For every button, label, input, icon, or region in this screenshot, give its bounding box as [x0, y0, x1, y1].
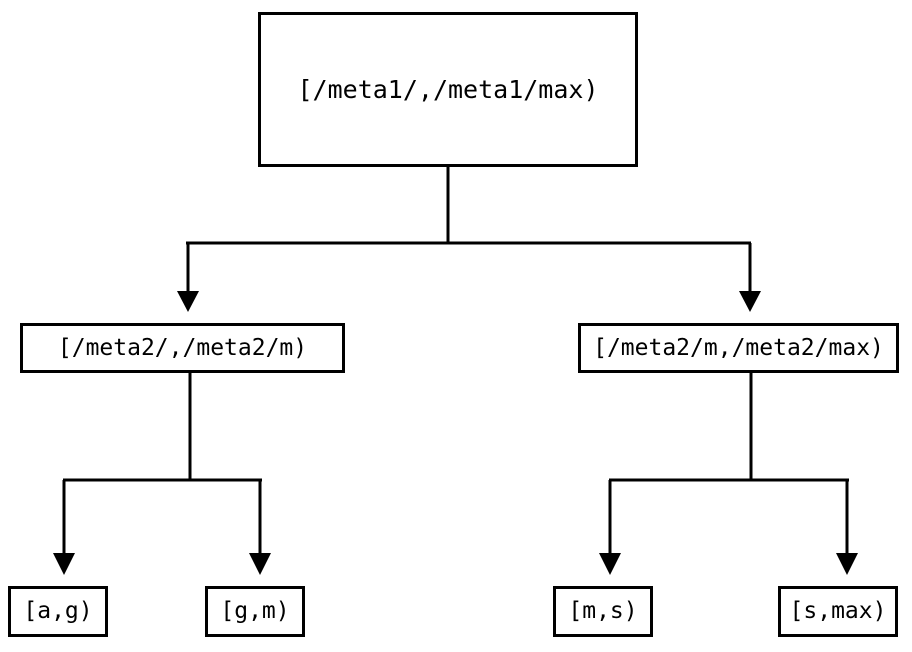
arrowhead-mid-left-to-leaf-1: [53, 553, 75, 575]
arrowhead-mid-right-to-leaf-4: [836, 553, 858, 575]
tree-node-leaf-1[interactable]: [a,g): [8, 586, 108, 637]
arrowhead-mid-left-to-leaf-2: [249, 553, 271, 575]
tree-node-leaf-2-label: [g,m): [220, 598, 290, 624]
edge-mid-right-to-leaves-group: [599, 373, 858, 575]
tree-node-mid-right-label: [/meta2/m,/meta2/max): [593, 334, 884, 361]
tree-node-leaf-4[interactable]: [s,max): [778, 586, 898, 637]
tree-node-leaf-3[interactable]: [m,s): [553, 586, 653, 637]
arrowhead-root-to-mid-left: [177, 291, 199, 312]
edge-root-to-mid-group: [177, 167, 761, 312]
arrowhead-root-to-mid-right: [739, 291, 761, 312]
arrowhead-mid-right-to-leaf-3: [599, 553, 621, 575]
tree-node-leaf-2[interactable]: [g,m): [205, 586, 305, 637]
tree-node-leaf-1-label: [a,g): [23, 598, 93, 624]
edge-mid-left-to-leaves-group: [53, 373, 271, 575]
tree-node-mid-left[interactable]: [/meta2/,/meta2/m): [20, 323, 345, 373]
tree-node-leaf-3-label: [m,s): [568, 598, 638, 624]
tree-node-root-label: [/meta1/,/meta1/max): [297, 75, 599, 104]
tree-node-mid-right[interactable]: [/meta2/m,/meta2/max): [578, 323, 899, 373]
tree-node-root[interactable]: [/meta1/,/meta1/max): [258, 12, 638, 167]
tree-node-mid-left-label: [/meta2/,/meta2/m): [57, 334, 308, 361]
tree-node-leaf-4-label: [s,max): [789, 598, 887, 624]
